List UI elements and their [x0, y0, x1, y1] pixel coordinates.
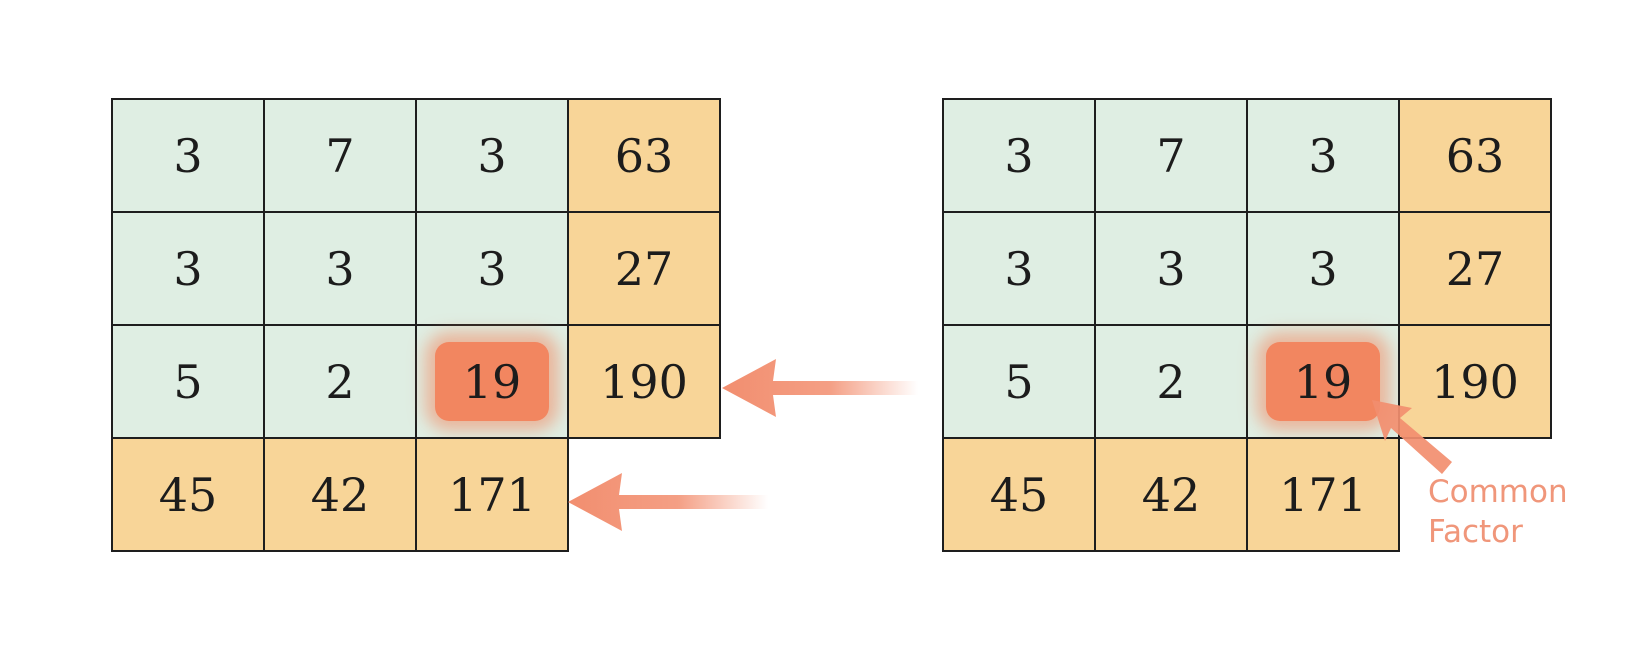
product-cell: 190: [1398, 324, 1552, 439]
cell-value: 3: [1308, 128, 1338, 183]
arrow-common-factor: [1372, 400, 1452, 474]
cell-value: 3: [1004, 241, 1034, 296]
factor-cell: 5: [111, 324, 265, 439]
cell-value: 7: [325, 128, 355, 183]
cell-value: 5: [1004, 354, 1034, 409]
cell-value: 45: [158, 467, 218, 522]
arrow-column-product: [568, 473, 768, 531]
cell-value: 3: [173, 241, 203, 296]
cell-value: 19: [1293, 354, 1353, 409]
callout-line-1: Common: [1428, 474, 1568, 510]
product-cell: 45: [111, 437, 265, 552]
cell-value: 42: [1141, 467, 1201, 522]
arrow-row-product: [722, 359, 918, 417]
cell-value: 190: [1431, 354, 1519, 409]
cell-value: 2: [1156, 354, 1186, 409]
cell-value: 3: [1004, 128, 1034, 183]
factor-cell: 7: [1094, 98, 1248, 213]
factor-cell: 2: [263, 324, 417, 439]
cell-value: 45: [989, 467, 1049, 522]
cell-value: 3: [477, 241, 507, 296]
factor-cell: 3: [942, 211, 1096, 326]
cell-value: 3: [1308, 241, 1338, 296]
product-cell: 42: [263, 437, 417, 552]
cell-value: 19: [462, 354, 522, 409]
cell-value: 2: [325, 354, 355, 409]
factor-cell: 2: [1094, 324, 1248, 439]
product-cell: 171: [415, 437, 569, 552]
cell-value: 171: [448, 467, 536, 522]
cell-value: 27: [1445, 241, 1505, 296]
cell-value: 63: [1445, 128, 1505, 183]
common-factor-label: Common Factor: [1428, 472, 1568, 552]
cell-value: 171: [1279, 467, 1367, 522]
cell-value: 3: [325, 241, 355, 296]
cell-value: 3: [1156, 241, 1186, 296]
cell-value: 42: [310, 467, 370, 522]
factor-cell: 3: [942, 98, 1096, 213]
product-cell: 63: [567, 98, 721, 213]
cell-value: 190: [600, 354, 688, 409]
cell-value: 27: [614, 241, 674, 296]
product-cell: 27: [1398, 211, 1552, 326]
factor-cell: 3: [111, 98, 265, 213]
cell-value: 3: [477, 128, 507, 183]
cell-value: 63: [614, 128, 674, 183]
factor-cell: 3: [263, 211, 417, 326]
cell-value: 5: [173, 354, 203, 409]
cell-value: 7: [1156, 128, 1186, 183]
product-cell: 171: [1246, 437, 1400, 552]
product-cell: 27: [567, 211, 721, 326]
factor-cell: 3: [415, 211, 569, 326]
cell-value: 3: [173, 128, 203, 183]
product-cell: 63: [1398, 98, 1552, 213]
factor-cell: 3: [111, 211, 265, 326]
callout-line-2: Factor: [1428, 514, 1523, 550]
product-cell: 45: [942, 437, 1096, 552]
product-cell: 190: [567, 324, 721, 439]
